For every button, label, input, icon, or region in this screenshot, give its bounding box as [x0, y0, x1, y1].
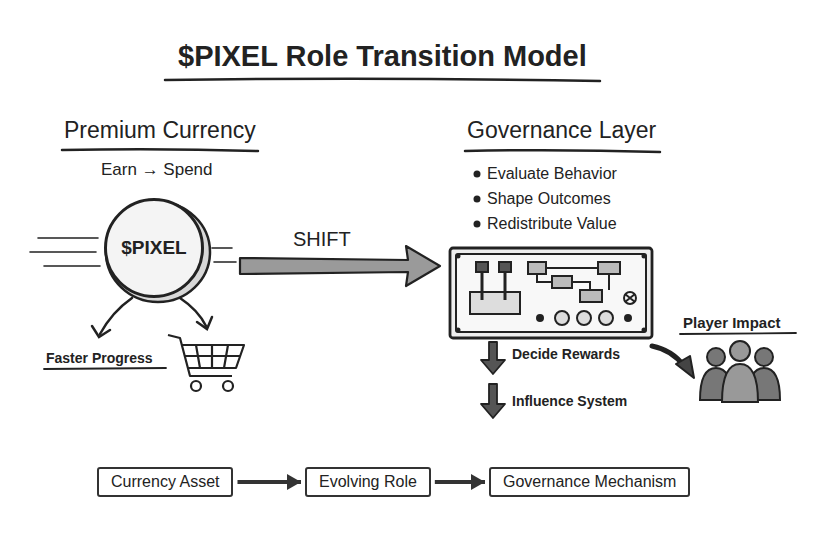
bullet-text: Redistribute Value: [487, 215, 617, 233]
section-heading: Governance Layer: [467, 117, 656, 143]
bullet-text: Evaluate Behavior: [487, 165, 617, 183]
cart-icon: [168, 335, 244, 391]
control-panel: [450, 248, 652, 338]
impact-arrow: [652, 346, 694, 378]
bullet-dots: [474, 171, 481, 228]
bullet-text: Shape Outcomes: [487, 190, 611, 208]
arrow-label: Influence System: [512, 393, 627, 409]
diagram-title: $PIXEL Role Transition Model: [178, 40, 587, 73]
process-box: Evolving Role: [305, 467, 431, 497]
flow-arrow: [237, 474, 301, 490]
node-text: Evolving Role: [319, 473, 417, 491]
coin-arrows: [92, 298, 212, 337]
callout-label: Player Impact: [683, 314, 781, 331]
shift-arrow: [240, 246, 440, 286]
node-text: $PIXEL: [121, 237, 186, 259]
arrow-label: Decide Rewards: [512, 346, 620, 362]
down-arrows: [481, 342, 505, 418]
node-text: Currency Asset: [111, 473, 219, 491]
section-heading: Premium Currency: [64, 117, 256, 143]
underlines: [44, 79, 796, 369]
people-icon: [700, 341, 780, 402]
process-box: Currency Asset: [97, 467, 233, 497]
flow-arrow: [435, 474, 485, 490]
process-box: Governance Mechanism: [489, 467, 690, 497]
outcome-label: Faster Progress: [46, 350, 153, 366]
node-text: Governance Mechanism: [503, 473, 676, 491]
arrow-label: SHIFT: [293, 228, 351, 251]
coin-node: $PIXEL: [104, 198, 204, 298]
flow-note: Earn → Spend: [101, 160, 213, 180]
